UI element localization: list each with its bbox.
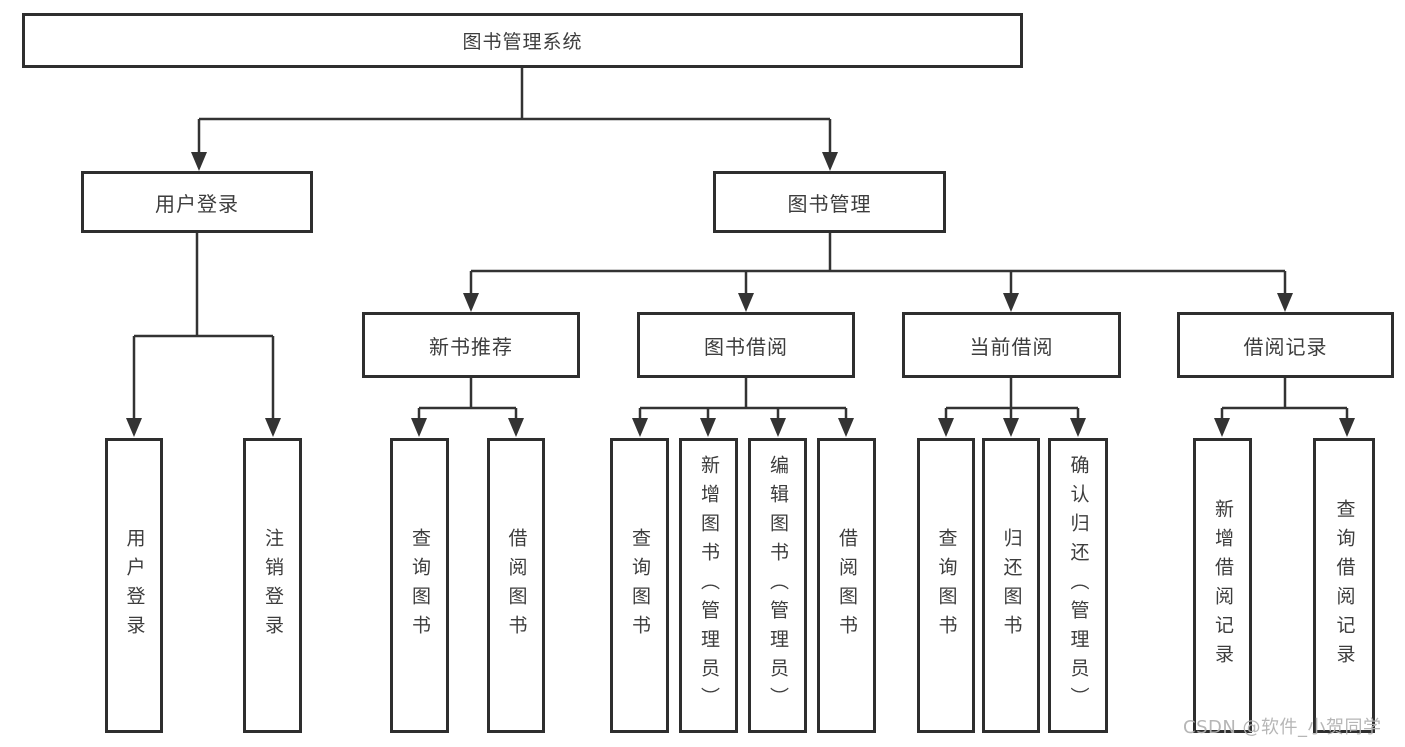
arrowhead-icon [1003,418,1019,437]
leaf-logout: 注销登录 [243,438,302,733]
edge-current-to-leaves [944,378,1080,423]
node-root-system: 图书管理系统 [22,13,1023,68]
leaf-recommend-borrow-books: 借阅图书 [487,438,545,733]
node-borrowing-records: 借阅记录 [1177,312,1394,378]
edge-bookmgmt-to-level3 [469,233,1287,297]
edge-recommend-to-leaves [417,378,518,423]
arrowhead-icon [411,418,427,437]
arrowhead-icon [1277,293,1293,312]
leaf-return-books: 归还图书 [982,438,1040,733]
leaf-edit-books-admin: 编辑图书（管理员） [748,438,807,733]
edge-borrowing-to-leaves [638,378,848,423]
arrowhead-icon [770,418,786,437]
arrowhead-icon [265,418,281,437]
arrowheads [126,152,1355,437]
leaf-current-query-books: 查询图书 [917,438,975,733]
arrowhead-icon [463,293,479,312]
arrowhead-icon [632,418,648,437]
arrowhead-icon [1214,418,1230,437]
arrowhead-icon [938,418,954,437]
arrowhead-icon [191,152,207,171]
leaf-add-books-admin: 新增图书（管理员） [679,438,738,733]
edge-root-to-level2 [197,68,832,156]
csdn-watermark: CSDN @软件_小贺同学 [1183,717,1382,738]
leaf-user-login: 用户登录 [105,438,163,733]
arrowhead-icon [1339,418,1355,437]
node-current-borrowing: 当前借阅 [902,312,1121,378]
node-user-login-branch: 用户登录 [81,171,313,233]
leaf-borrowing-query-books: 查询图书 [610,438,669,733]
edge-userlogin-to-leaves [132,233,275,423]
arrowhead-icon [1070,418,1086,437]
arrowhead-icon [1003,293,1019,312]
arrowhead-icon [126,418,142,437]
arrowhead-icon [700,418,716,437]
arrowhead-icon [822,152,838,171]
node-book-management-branch: 图书管理 [713,171,946,233]
node-book-borrowing: 图书借阅 [637,312,855,378]
leaf-recommend-query-books: 查询图书 [390,438,449,733]
node-new-book-recommend: 新书推荐 [362,312,580,378]
leaf-borrowing-borrow-books: 借阅图书 [817,438,876,733]
leaf-add-borrow-record: 新增借阅记录 [1193,438,1252,733]
arrowhead-icon [738,293,754,312]
leaf-query-borrow-record: 查询借阅记录 [1313,438,1375,733]
edge-records-to-leaves [1220,378,1349,423]
leaf-confirm-return-admin: 确认归还（管理员） [1048,438,1108,733]
arrowhead-icon [508,418,524,437]
arrowhead-icon [838,418,854,437]
